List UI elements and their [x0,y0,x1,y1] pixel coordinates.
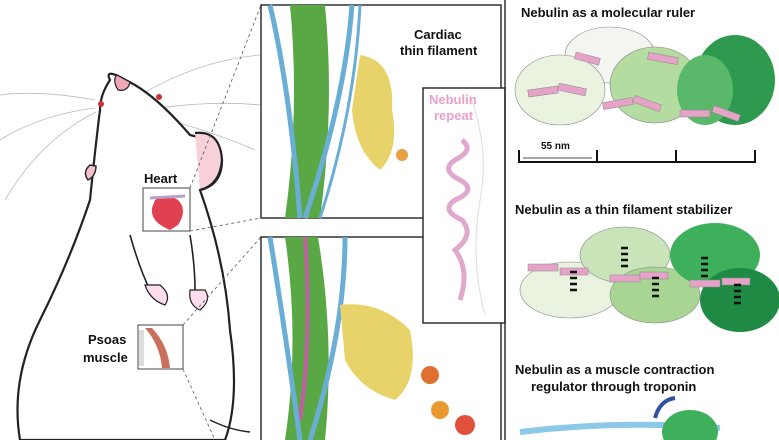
molecular-ruler-diagram [514,26,775,163]
regulator-title-line2: regulator through troponin [531,379,697,394]
nebulin-repeat-label-line1: Nebulin [429,92,477,107]
psoas-label-line2: muscle [83,350,128,365]
cardiac-label-line2: thin filament [400,43,478,58]
rat-illustration [16,72,251,440]
nebulin-repeat-panel [422,87,506,324]
interaction-marks [570,246,741,305]
heart-inset [142,187,191,232]
ruler-scale-label: 55 nm [541,141,570,152]
thin-filament-stabilizer-diagram [519,223,779,332]
ruler-title: Nebulin as a molecular ruler [521,5,696,20]
nebulin-repeat-label-line2: repeat [434,108,474,123]
troponin-regulator-diagram [519,396,721,440]
regulator-title-line1: Nebulin as a muscle contraction [515,362,715,377]
psoas-label-line1: Psoas [88,332,127,347]
zoom-lines [182,4,262,440]
stabilizer-title: Nebulin as a thin filament stabilizer [515,202,733,217]
cardiac-label-line1: Cardiac [414,27,462,42]
psoas-muscle-inset [137,324,184,370]
heart-label: Heart [144,171,178,186]
